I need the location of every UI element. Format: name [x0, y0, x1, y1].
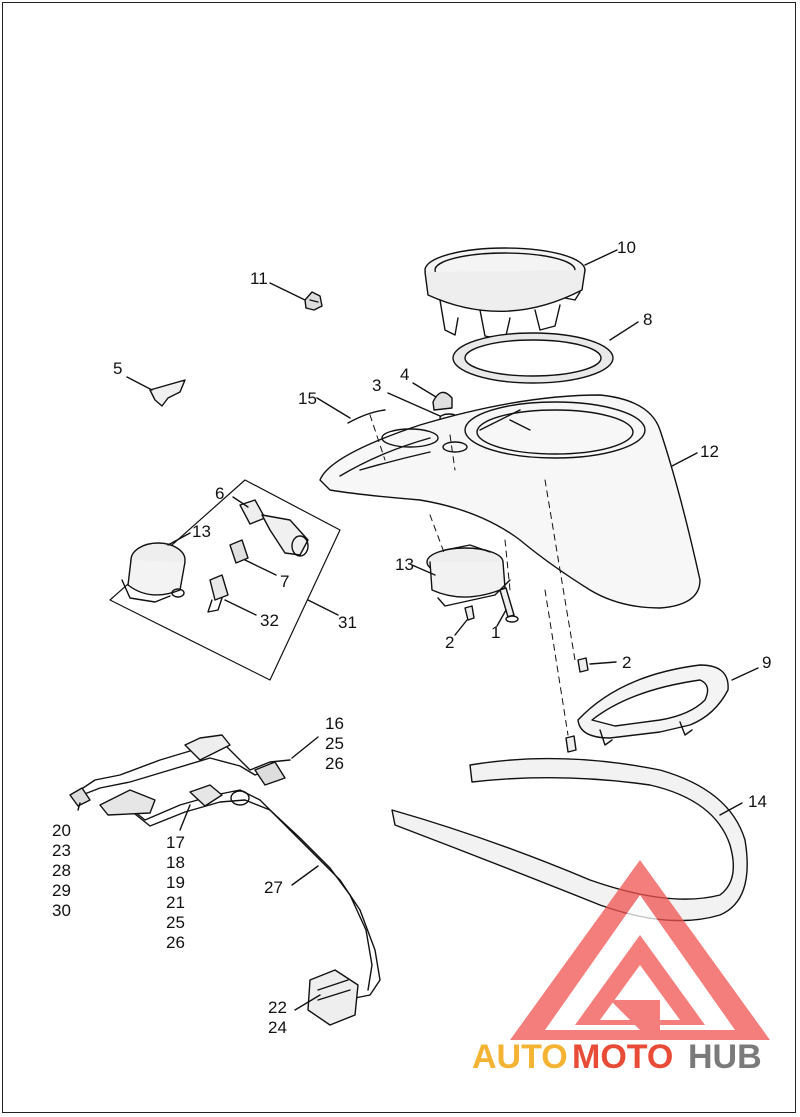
callout-8: 8: [643, 310, 652, 329]
acorn-nut-part: [432, 391, 453, 411]
callout-leader-14: [719, 802, 743, 816]
callout-group-c-item: 26: [166, 933, 185, 952]
small-bracket-part: [149, 379, 186, 407]
callout-leader-1: [496, 609, 507, 627]
callout-2-right: 2: [622, 653, 631, 672]
callout-group-b-item: 28: [52, 861, 71, 880]
bezel-trim-part: [577, 664, 729, 746]
seal-strip-part: [347, 409, 386, 424]
callout-group-c-item: 18: [166, 853, 185, 872]
automotohub-logo-mark: [510, 860, 770, 1040]
callout-31: 31: [338, 613, 357, 632]
callout-leader-12: [671, 452, 698, 467]
callout-27: 27: [264, 878, 283, 897]
callout-group-b-item: 23: [52, 841, 71, 860]
callout-12: 12: [700, 442, 719, 461]
watermark-hub: HUB: [688, 1038, 762, 1076]
bolt-part: [499, 587, 519, 623]
callout-group-b-item: 20: [52, 821, 71, 840]
instrument-nacelle-housing-part: [319, 394, 701, 609]
screw-part-b: [577, 657, 589, 673]
ignition-kit-box: [109, 479, 341, 681]
callout-leader-5: [126, 376, 153, 391]
automotohub-watermark: AUTO MOTO HUB: [472, 1038, 762, 1076]
callout-leader-6: [232, 496, 249, 508]
callout-leader-27: [291, 865, 319, 886]
gauge-gasket-part: [452, 332, 614, 384]
trim-strip-part: [391, 757, 748, 922]
callout-14: 14: [748, 792, 767, 811]
callout-leader-10: [584, 249, 618, 266]
small-switch-part: [229, 539, 249, 564]
callout-leader-22: [294, 994, 321, 1011]
callout-group-c: 17 18 19 21 25 26: [166, 833, 185, 952]
callout-group-c-item: 17: [166, 833, 185, 852]
ignition-switch-kit-part: [121, 542, 186, 603]
wiring-harness-part: [69, 734, 381, 1026]
callout-group-a: 16 25 26: [325, 714, 344, 773]
callout-1: 1: [491, 623, 500, 642]
ignition-switch-part: [426, 544, 511, 607]
callout-leader-2b: [589, 661, 617, 665]
callout-group-b: 20 23 28 29 30: [52, 821, 71, 920]
speedometer-gauge-part: [424, 247, 586, 341]
watermark-moto: MOTO: [572, 1038, 673, 1076]
wire-clip-part: [304, 291, 323, 311]
callout-4: 4: [400, 365, 409, 384]
callout-leader-17: [179, 804, 191, 831]
callout-leader-13a: [167, 532, 191, 546]
callout-6: 6: [215, 484, 224, 503]
callout-group-a-item: 25: [325, 734, 344, 753]
callout-3: 3: [372, 376, 381, 395]
callout-leader-8: [609, 321, 639, 341]
callout-group-c-item: 19: [166, 873, 185, 892]
callout-group-b-item: 29: [52, 881, 71, 900]
callout-leader-32: [224, 599, 257, 616]
callout-group-c-item: 21: [166, 893, 185, 912]
callout-9: 9: [762, 653, 771, 672]
callout-leader-9: [731, 667, 759, 681]
callout-leader-16: [291, 736, 319, 759]
callout-13-kit: 13: [192, 522, 211, 541]
assembly-guide-lines: [369, 414, 576, 736]
callout-13-center: 13: [395, 555, 414, 574]
callout-leader-13b: [411, 564, 436, 576]
key-part: [207, 574, 229, 613]
callout-32: 32: [260, 611, 279, 630]
callout-group-d-item: 22: [268, 998, 287, 1017]
callout-leader-20: [77, 802, 81, 811]
callout-group-a-item: 26: [325, 754, 344, 773]
callout-group-d-item: 24: [268, 1018, 287, 1037]
callout-leader-7: [244, 559, 277, 576]
callout-leader-15: [316, 397, 351, 419]
callout-leader-31: [307, 599, 339, 616]
callout-group-b-item: 30: [52, 901, 71, 920]
watermark-auto: AUTO: [472, 1038, 568, 1076]
callout-group-a-item: 16: [325, 714, 344, 733]
callout-15: 15: [298, 389, 317, 408]
callout-group-c-item: 25: [166, 913, 185, 932]
callout-2-left: 2: [445, 633, 454, 652]
screw-part-c: [565, 735, 577, 753]
screw-part-a: [464, 605, 475, 621]
callout-5: 5: [113, 359, 122, 378]
callout-11: 11: [250, 269, 268, 288]
callout-leader-3: [387, 392, 441, 417]
callout-10: 10: [617, 238, 636, 257]
callout-leader-2a: [454, 619, 468, 636]
callout-leader-11: [269, 282, 306, 301]
callout-7: 7: [280, 572, 289, 591]
callout-leader-4: [412, 382, 437, 398]
callout-group-d: 22 24: [268, 998, 287, 1037]
